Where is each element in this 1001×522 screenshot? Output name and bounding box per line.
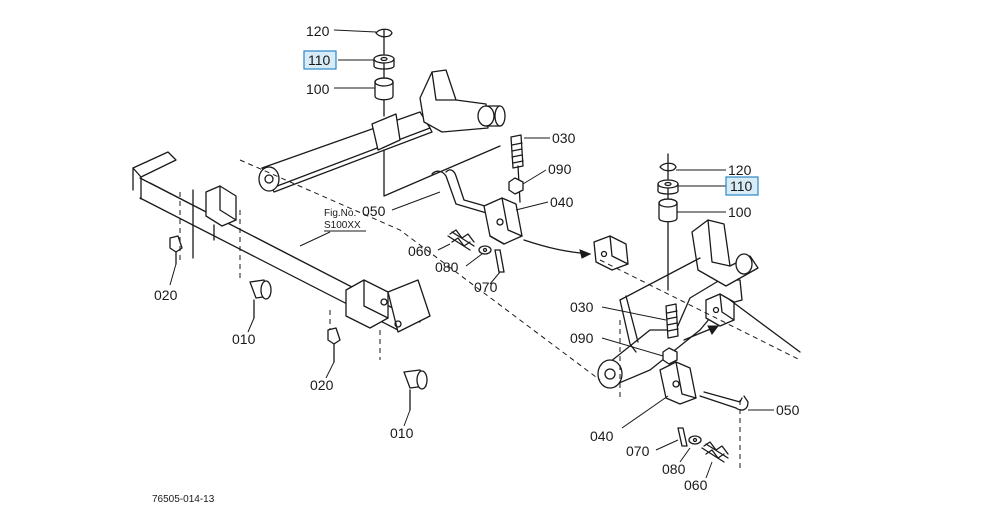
left-pins <box>169 235 428 411</box>
floating-brackets <box>523 235 801 353</box>
label-080-upper[interactable]: 080 <box>435 259 459 275</box>
label-040-lower[interactable]: 040 <box>590 428 614 444</box>
leader-lines <box>169 29 774 479</box>
label-060-lower[interactable]: 060 <box>684 477 708 493</box>
label-030-lower[interactable]: 030 <box>570 299 594 315</box>
label-120-upper[interactable]: 120 <box>306 23 330 39</box>
fig-ref-number[interactable]: S100XX <box>324 220 361 231</box>
highlight-110-upper <box>303 50 337 70</box>
label-110-lower[interactable]: 110 <box>730 178 753 194</box>
label-040-upper[interactable]: 040 <box>550 194 574 210</box>
right-adjuster-assembly <box>659 303 749 463</box>
figure-reference[interactable]: Fig.No. S100XX <box>299 208 366 247</box>
label-110-upper[interactable]: 110 <box>308 52 331 68</box>
label-100-lower[interactable]: 100 <box>728 204 752 220</box>
label-050-upper[interactable]: 050 <box>362 203 386 219</box>
reference-lines <box>179 159 801 470</box>
label-080-lower[interactable]: 080 <box>662 461 686 477</box>
label-020-middle[interactable]: 020 <box>310 377 334 393</box>
left-isolator-stack <box>373 28 395 117</box>
label-100-upper[interactable]: 100 <box>306 81 330 97</box>
part-labels[interactable]: 120 110 100 030 090 040 050 060 080 070 … <box>154 23 800 493</box>
label-120-lower[interactable]: 120 <box>728 162 752 178</box>
label-050-lower[interactable]: 050 <box>776 402 800 418</box>
label-070-lower[interactable]: 070 <box>626 443 650 459</box>
label-090-upper[interactable]: 090 <box>548 161 572 177</box>
highlight-110-lower <box>725 176 759 196</box>
label-070-upper[interactable]: 070 <box>474 279 498 295</box>
label-030-upper[interactable]: 030 <box>552 130 576 146</box>
right-isolator-stack <box>657 153 679 291</box>
label-010-middle[interactable]: 010 <box>390 425 414 441</box>
left-upper-link <box>258 69 506 197</box>
left-adjuster-assembly <box>431 134 524 273</box>
label-010-left[interactable]: 010 <box>232 331 256 347</box>
fig-ref-title: Fig.No. <box>324 208 356 219</box>
drawing-number: 76505-014-13 <box>152 494 215 505</box>
front-cross-bar <box>132 151 431 333</box>
label-060-upper[interactable]: 060 <box>408 243 432 259</box>
label-020-left[interactable]: 020 <box>154 287 178 303</box>
label-090-lower[interactable]: 090 <box>570 330 594 346</box>
